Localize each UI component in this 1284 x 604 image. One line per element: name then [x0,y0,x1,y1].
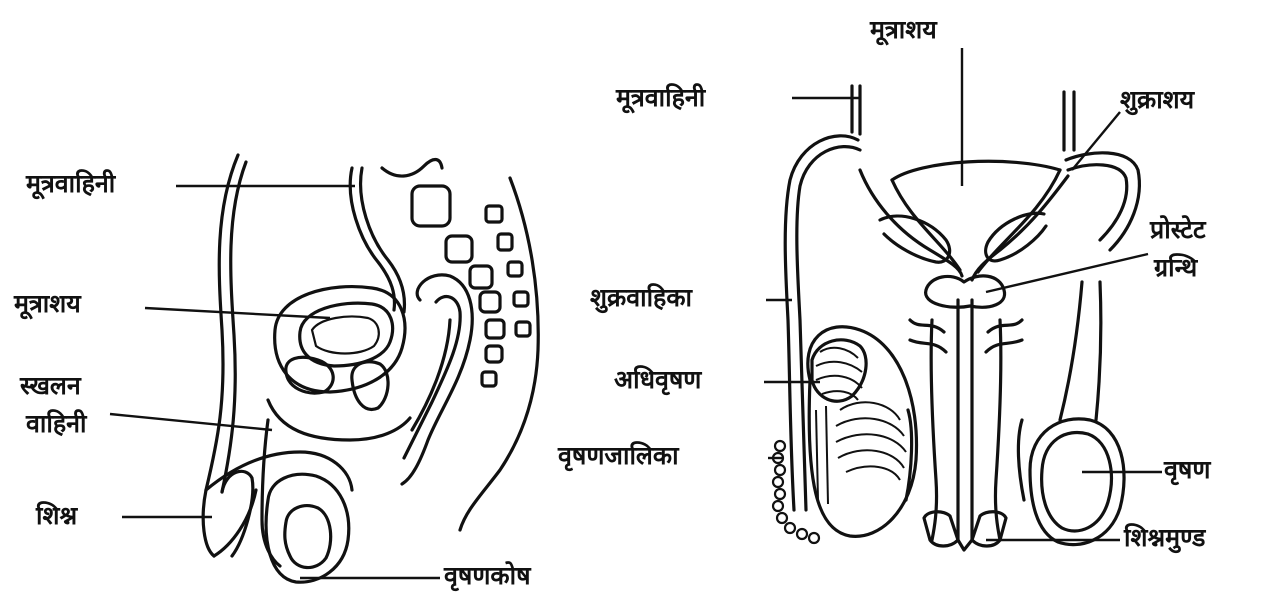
right-label-vas-deferens: शुक्रवाहिका [590,284,692,312]
left-label-bladder: मूत्राशय [14,290,81,318]
left-pelvic-floor [268,400,410,440]
right-label-glans-penis: शिश्नमुण्ड [1124,524,1205,552]
right-label-rete-testis: वृषणजालिका [558,442,679,470]
right-corpora-right [986,320,1022,352]
right-glans-tip [958,540,972,550]
left-sagittal-diagram [203,155,538,582]
right-right-testis-inner [1042,433,1112,531]
left-label-penis: शिश्न [36,502,77,530]
left-label-scrotum: वृषणकोष [444,562,531,590]
right-label-testis: वृषण [1164,456,1210,484]
left-spine-anterior [382,160,442,177]
right-leader-lines [764,48,1162,540]
right-corpora-left [910,320,946,352]
right-label-ureter: मूत्रवाहिनी [616,84,705,112]
left-label-ureter: मूत्रवाहिनी [26,170,115,198]
left-label-ejaculatory-duct-line2: वाहिनी [26,410,86,438]
left-vertebrae [412,186,530,386]
left-seminal-vesicle [352,362,388,410]
right-bladder-dome [892,161,1060,180]
left-bladder-outer [275,287,405,392]
left-penis-shaft [214,490,256,556]
right-label-bladder: मूत्राशय [870,16,937,44]
right-label-prostate-line1: प्रोस्टेट [1150,216,1206,244]
right-vas-deferens-right-2 [1068,165,1127,240]
left-spine-posterior [460,178,538,530]
right-penis-left [931,320,936,540]
right-penis-right [995,320,1000,540]
left-testis [285,506,331,568]
right-epididymis-hatching [816,348,906,504]
right-scrotal-side-right [1018,420,1024,500]
right-cord-left [1060,282,1082,420]
left-label-ejaculatory-duct-line1: स्खलन [20,372,81,400]
right-label-seminal-vesicle: शुक्राशय [1120,86,1194,114]
left-leader-lines [110,186,440,578]
right-cord-right [1096,282,1101,420]
right-rete-beads [773,441,819,543]
left-bladder-content [312,317,379,354]
left-body-wall-inner [222,162,246,492]
right-label-prostate-line2: ग्रन्थि [1154,254,1197,282]
left-penis-tip [222,471,253,556]
right-label-epididymis: अधिवृषण [614,366,701,394]
